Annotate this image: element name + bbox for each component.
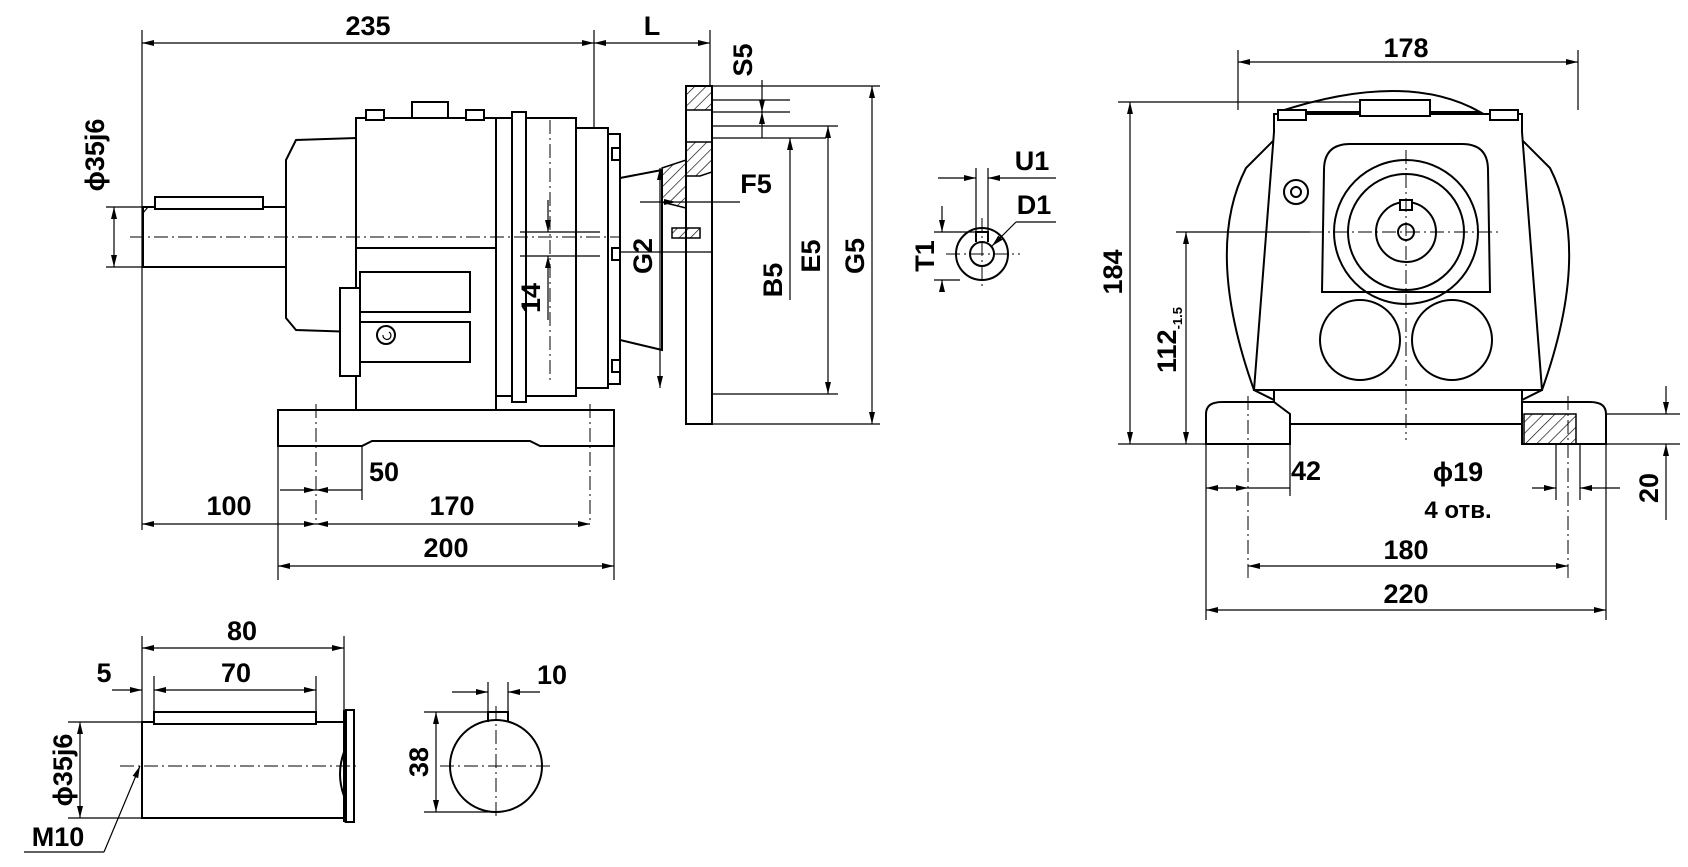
dim-U1: U1 — [1015, 146, 1050, 176]
dim-G5: G5 — [840, 238, 870, 274]
dim-235: 235 — [345, 11, 390, 41]
dim-20: 20 — [1634, 473, 1664, 503]
dim-80: 80 — [227, 616, 257, 646]
side-view — [130, 85, 713, 522]
dim-shaft-diameter: ϕ35j6 — [80, 119, 110, 192]
dim-38: 38 — [404, 747, 434, 777]
side-view-dimensions: 235 L ϕ35j6 S5 F5 G2 B5 E5 G5 14 — [80, 11, 880, 580]
dim-170: 170 — [429, 491, 474, 521]
dim-S5: S5 — [728, 43, 758, 76]
input-shaft — [142, 196, 289, 268]
dim-B5: B5 — [758, 263, 788, 298]
front-view — [1205, 90, 1607, 580]
front-view-dimensions: 178 184 112-1.5 42 ϕ19 4 отв. 20 180 220 — [1098, 33, 1680, 620]
output-flange — [619, 85, 713, 425]
dim-M10: M10 — [32, 822, 85, 852]
shaft-detail: 80 70 5 ϕ35j6 M10 — [24, 616, 360, 853]
dim-10: 10 — [537, 660, 567, 690]
key-section: 10 38 — [404, 660, 567, 820]
dim-hole-count: 4 отв. — [1424, 497, 1491, 524]
dim-184: 184 — [1098, 249, 1128, 294]
dim-178: 178 — [1383, 33, 1428, 63]
dim-F5: F5 — [740, 169, 772, 199]
dim-D1: D1 — [1017, 190, 1052, 220]
dim-220: 220 — [1383, 579, 1428, 609]
dim-E5: E5 — [796, 239, 826, 272]
gear-housing — [285, 101, 621, 411]
dim-shaft-diameter-detail: ϕ35j6 — [48, 734, 78, 807]
mounting-foot — [277, 409, 615, 447]
dim-T1: T1 — [910, 240, 940, 272]
dim-hole-diameter: ϕ19 — [1433, 457, 1483, 487]
dim-5: 5 — [96, 658, 111, 688]
dim-G2: G2 — [628, 238, 658, 274]
dim-112: 112-1.5 — [1152, 307, 1185, 373]
dim-100: 100 — [206, 491, 251, 521]
dim-200: 200 — [423, 533, 468, 563]
dim-112-tolerance: -1.5 — [1170, 307, 1185, 329]
dim-70: 70 — [221, 658, 251, 688]
dim-14: 14 — [516, 283, 546, 313]
dim-50: 50 — [369, 457, 399, 487]
dim-180: 180 — [1383, 535, 1428, 565]
dim-42: 42 — [1291, 456, 1321, 486]
dim-L: L — [644, 11, 661, 41]
shaft-end-detail: U1 D1 T1 — [910, 146, 1056, 292]
